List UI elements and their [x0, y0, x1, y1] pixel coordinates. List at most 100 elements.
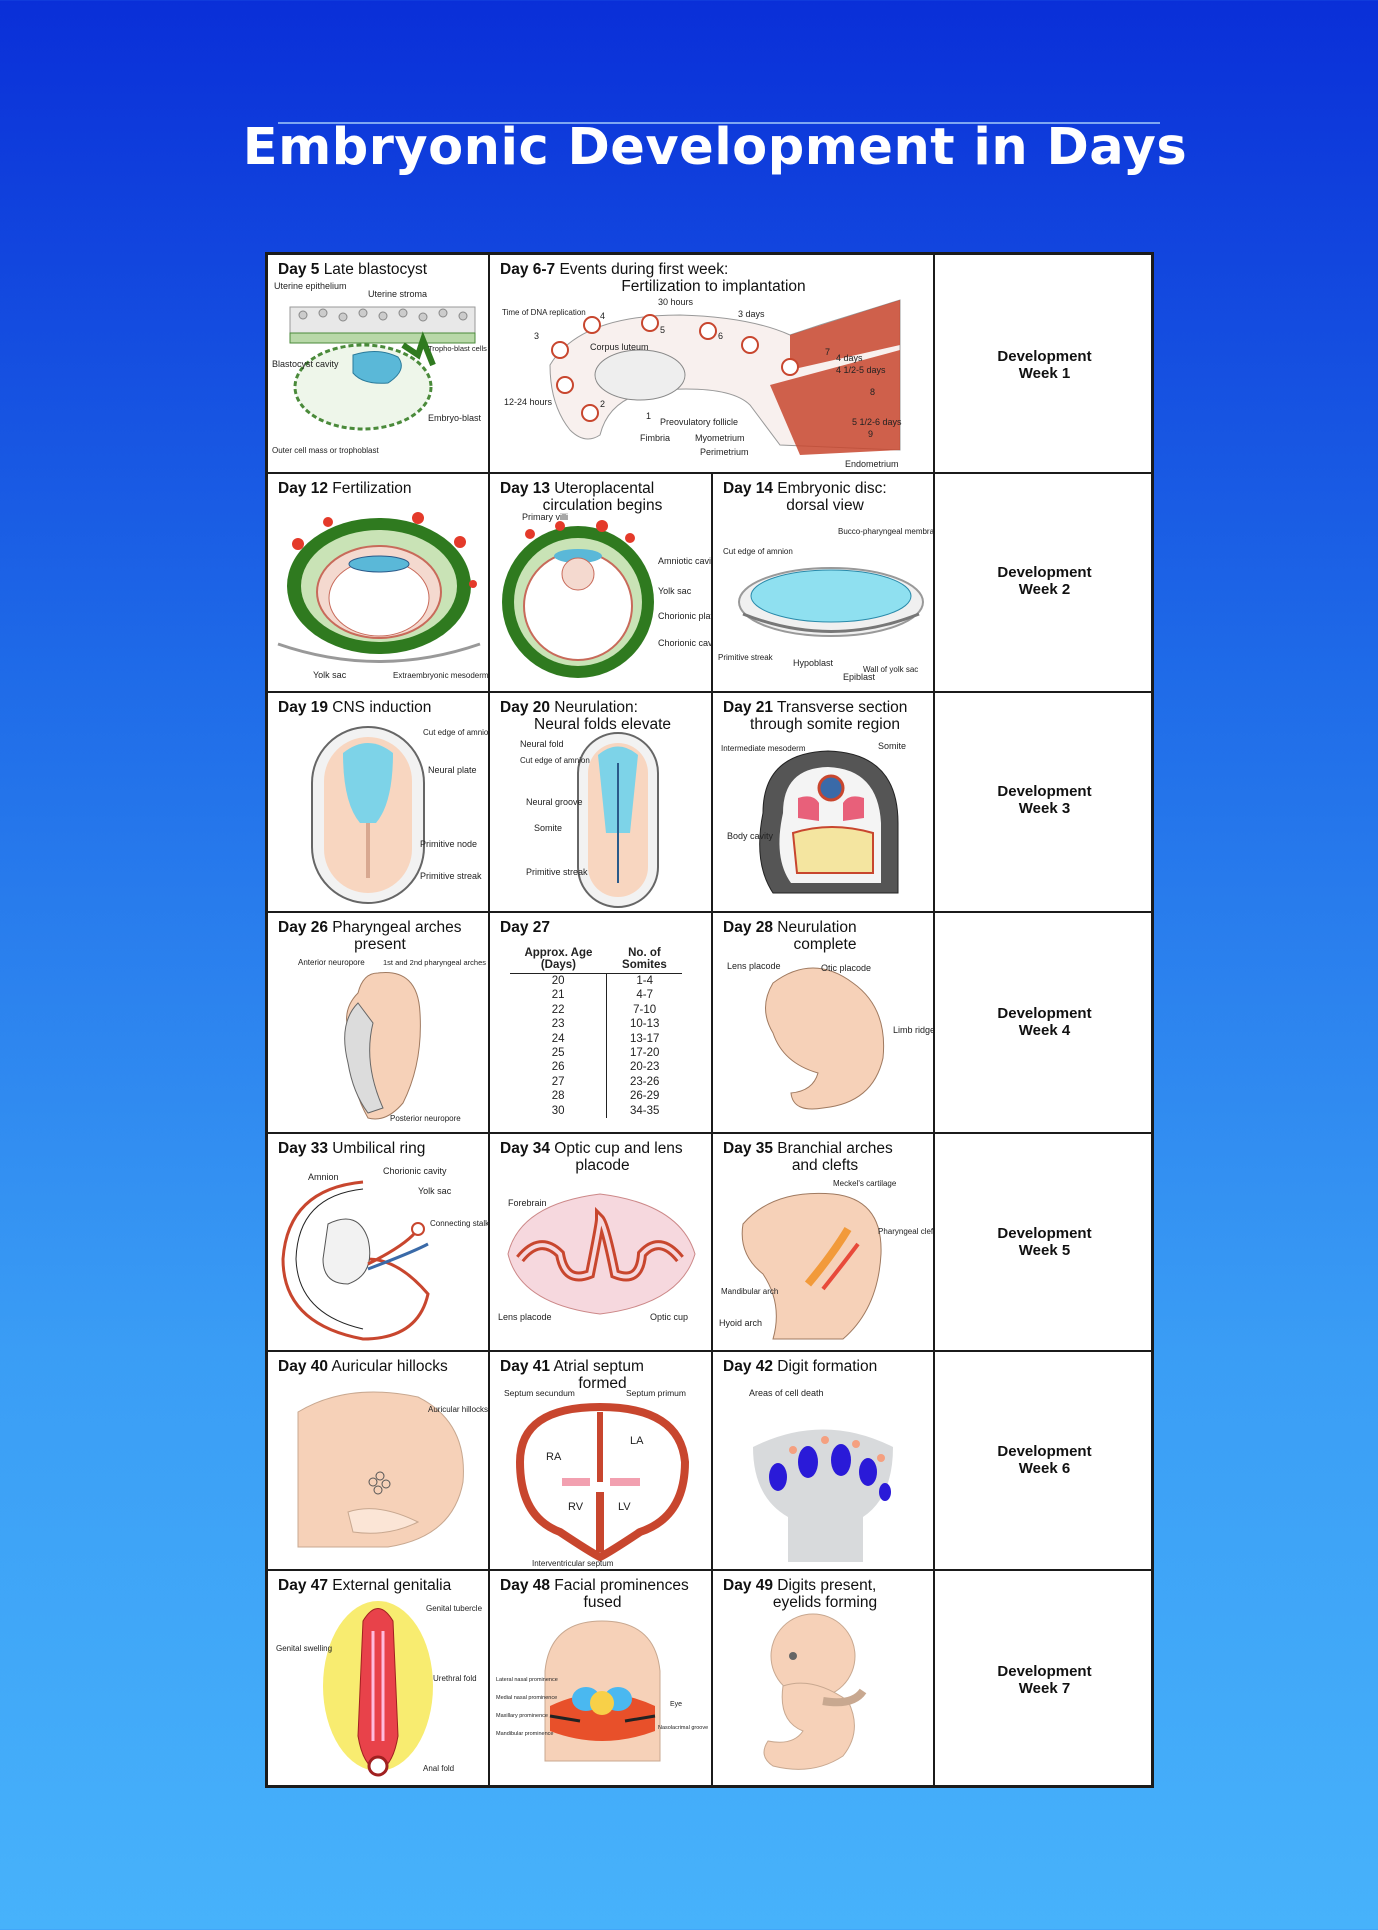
label-nasolacrimal: Nasolacrimal groove [658, 1725, 708, 1731]
label-yolk-sac: Yolk sac [313, 670, 347, 680]
label-optic-cup: Optic cup [650, 1312, 688, 1322]
label-chorionic-cavity: Chorionic cavity [383, 1166, 447, 1176]
label-meckels-cartilage: Meckel's cartilage [833, 1179, 897, 1188]
label-chorionic-plate: Chorionic plate [658, 611, 713, 621]
label-trophoblast-cells: Tropho-blast cells [428, 344, 487, 353]
development-table: Day 5 Late blastocyst Uterine epithelium… [265, 252, 1154, 1788]
stage-1: 1 [646, 411, 651, 421]
label-intermediate-mesoderm: Intermediate mesoderm [721, 744, 806, 753]
label-cell-death: Areas of cell death [749, 1388, 824, 1398]
label-auricular-hillocks: Auricular hillocks [428, 1405, 488, 1414]
cell-day-33: Day 33 Umbilical ring Amnion Chorionic c… [268, 1134, 490, 1352]
label-dna-replication: Time of DNA replication [502, 308, 586, 317]
somites-cell: 23-26 [629, 1075, 660, 1088]
label-12-24-hours: 12-24 hours [504, 397, 553, 407]
uteroplacental-illustration: Primary villi Amniotic cavity Yolk sac C… [502, 512, 713, 678]
label-neural-groove: Neural groove [526, 797, 583, 807]
label-connecting-stalk: Connecting stalk [430, 1219, 490, 1228]
transverse-section-illustration: Intermediate mesoderm Somite Body cavity [721, 741, 906, 894]
label-cut-edge-amnion: Cut edge of amnion [723, 547, 793, 556]
label-extraembryonic-mesoderm: Extraembryonic mesoderm [393, 671, 489, 680]
label-4-days: 4 days [836, 353, 863, 363]
label-mandibular-arch: Mandibular arch [721, 1287, 778, 1296]
cell-title: Day 12 Fertilization [278, 480, 412, 497]
age-cell: 28 [510, 1089, 608, 1104]
somites-cell: 26-29 [629, 1090, 660, 1103]
somite-row: 28 26-29 [510, 1089, 682, 1104]
label-hypoblast: Hypoblast [793, 658, 834, 668]
pharyngeal-arches-illustration: Anterior neuropore 1st and 2nd pharyngea… [298, 958, 486, 1123]
stage-4: 4 [600, 311, 605, 321]
somites-cell: 10-13 [629, 1018, 660, 1031]
digits-present-illustration [763, 1613, 867, 1770]
label-interventricular-septum: Interventricular septum [532, 1559, 614, 1568]
cell-day-6-7: Day 6-7 Events during first week:Fertili… [490, 255, 935, 474]
age-cell: 27 [510, 1074, 608, 1090]
external-genitalia-illustration: Genital tubercle Genital swelling Urethr… [276, 1601, 483, 1777]
cell-title: Day 49 Digits present,eyelids forming [723, 1577, 878, 1611]
page-title: Embryonic Development in Days [242, 118, 1188, 177]
atrial-septum-illustration: Septum secundum Septum primum LA RA RV L… [504, 1388, 690, 1568]
label-amnion: Amnion [308, 1172, 339, 1182]
label-cut-edge-amnion: Cut edge of amnion [520, 756, 590, 765]
umbilical-ring-illustration: Amnion Chorionic cavity Yolk sac Connect… [281, 1166, 490, 1341]
facial-prominences-illustration: Lateral nasal prominence Medial nasal pr… [496, 1620, 708, 1762]
label-3-days: 3 days [738, 309, 765, 319]
stage-7: 7 [825, 347, 830, 357]
label-pharyngeal-cleft: Pharyngeal cleft [878, 1227, 935, 1236]
label-epiblast: Epiblast [843, 672, 876, 682]
label-primitive-node: Primitive node [420, 839, 477, 849]
header-somites: No. of Somites [606, 947, 682, 974]
somites-cell: 17-20 [629, 1047, 660, 1060]
somites-cell: 1-4 [636, 975, 653, 987]
cell-title: Day 42 Digit formation [723, 1358, 878, 1375]
label-medial-nasal: Medial nasal prominence [496, 1695, 557, 1701]
label-neural-fold: Neural fold [520, 739, 564, 749]
age-cell: 26 [510, 1060, 608, 1075]
cell-day-49: Day 49 Digits present,eyelids forming [713, 1571, 935, 1788]
cell-title: Day 5 Late blastocyst [278, 261, 428, 278]
label-primitive-streak: Primitive streak [420, 871, 482, 881]
label-primitive-streak: Primitive streak [718, 653, 774, 662]
label-endometrium: Endometrium [845, 459, 899, 469]
label-4.5-5-days: 4 1/2-5 days [836, 365, 886, 375]
label-buccopharyngeal-membrane: Bucco-pharyngeal membrane [838, 527, 935, 536]
label-anterior-neuropore: Anterior neuropore [298, 958, 365, 967]
embryonic-disc-illustration: Bucco-pharyngeal membrane Cut edge of am… [718, 527, 935, 682]
label-lens-placode: Lens placode [498, 1312, 552, 1322]
cell-title: Day 20 Neurulation:Neural folds elevate [500, 699, 671, 733]
cell-title: Day 19 CNS induction [278, 699, 432, 716]
label-uterine-epithelium: Uterine epithelium [274, 281, 347, 291]
fertilization-day12-illustration: Yolk sac Extraembryonic mesoderm [277, 512, 489, 680]
age-cell: 21 [510, 988, 608, 1003]
stage-2: 2 [600, 399, 605, 409]
label-somite: Somite [878, 741, 906, 751]
fertilization-illustration: 30 hours Time of DNA replication 3 days … [502, 297, 902, 469]
age-cell: 22 [510, 1002, 608, 1018]
cns-induction-illustration: Cut edge of amnion Neural plate Primitiv… [311, 726, 488, 904]
header-age: Approx. Age (Days) [510, 947, 607, 974]
somites-cell: 4-7 [636, 989, 653, 1002]
label-anal-fold: Anal fold [423, 1764, 454, 1773]
